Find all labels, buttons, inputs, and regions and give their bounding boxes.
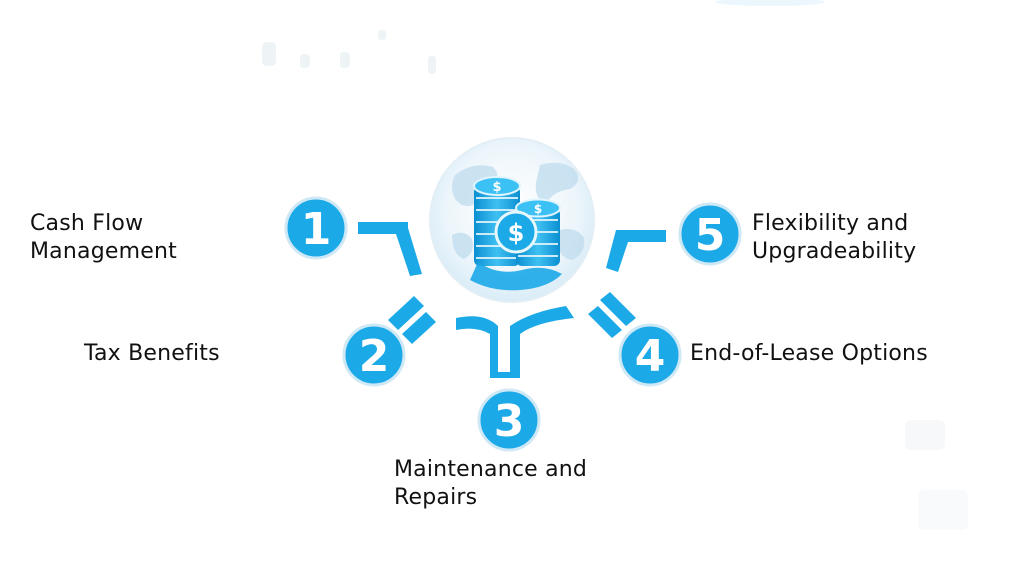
label-3-line-2: Repairs: [394, 485, 478, 510]
label-tax-benefits: Tax Benefits: [84, 340, 220, 368]
svg-text:$: $: [534, 202, 542, 216]
svg-text:$: $: [508, 219, 525, 247]
connectors: [358, 222, 666, 378]
front-dollar-coin: $: [494, 210, 538, 254]
marker-3-number: 3: [494, 396, 525, 447]
marker-5: 5: [678, 202, 742, 266]
marker-1: 1: [284, 196, 348, 260]
faint-background-marks: [262, 0, 968, 530]
label-end-of-lease-options: End-of-Lease Options: [690, 340, 928, 368]
connector-2b: [402, 312, 436, 344]
label-5-line-1: Flexibility and: [752, 211, 909, 236]
label-2-line-1: Tax Benefits: [84, 341, 220, 366]
connector-4a: [600, 292, 636, 326]
label-flexibility-and-upgradeability: Flexibility and Upgradeability: [752, 210, 916, 266]
label-5-line-2: Upgradeability: [752, 239, 917, 264]
marker-2-number: 2: [359, 331, 390, 382]
label-cash-flow-management: Cash Flow Management: [30, 210, 177, 266]
connector-2a: [388, 296, 424, 330]
connector-4b: [588, 306, 622, 338]
marker-4: 4: [618, 323, 682, 387]
marker-2: 2: [342, 323, 406, 387]
hand-base: [470, 262, 562, 291]
connector-3: [456, 306, 574, 378]
marker-3: 3: [477, 388, 541, 452]
connector-5: [606, 230, 666, 272]
numbered-markers: 1 2 3 4 5: [284, 196, 742, 452]
marker-5-number: 5: [695, 210, 726, 261]
globe-with-dollar-coin-stacks-icon: $ $ $: [429, 137, 595, 303]
label-4-line-1: End-of-Lease Options: [690, 341, 928, 366]
marker-1-number: 1: [301, 204, 332, 255]
marker-4-number: 4: [635, 331, 666, 382]
label-1-line-2: Management: [30, 239, 177, 264]
label-1-line-1: Cash Flow: [30, 211, 144, 236]
connector-1: [358, 222, 422, 276]
svg-text:$: $: [492, 180, 501, 195]
label-maintenance-and-repairs: Maintenance and Repairs: [394, 456, 587, 512]
label-3-line-1: Maintenance and: [394, 457, 588, 482]
